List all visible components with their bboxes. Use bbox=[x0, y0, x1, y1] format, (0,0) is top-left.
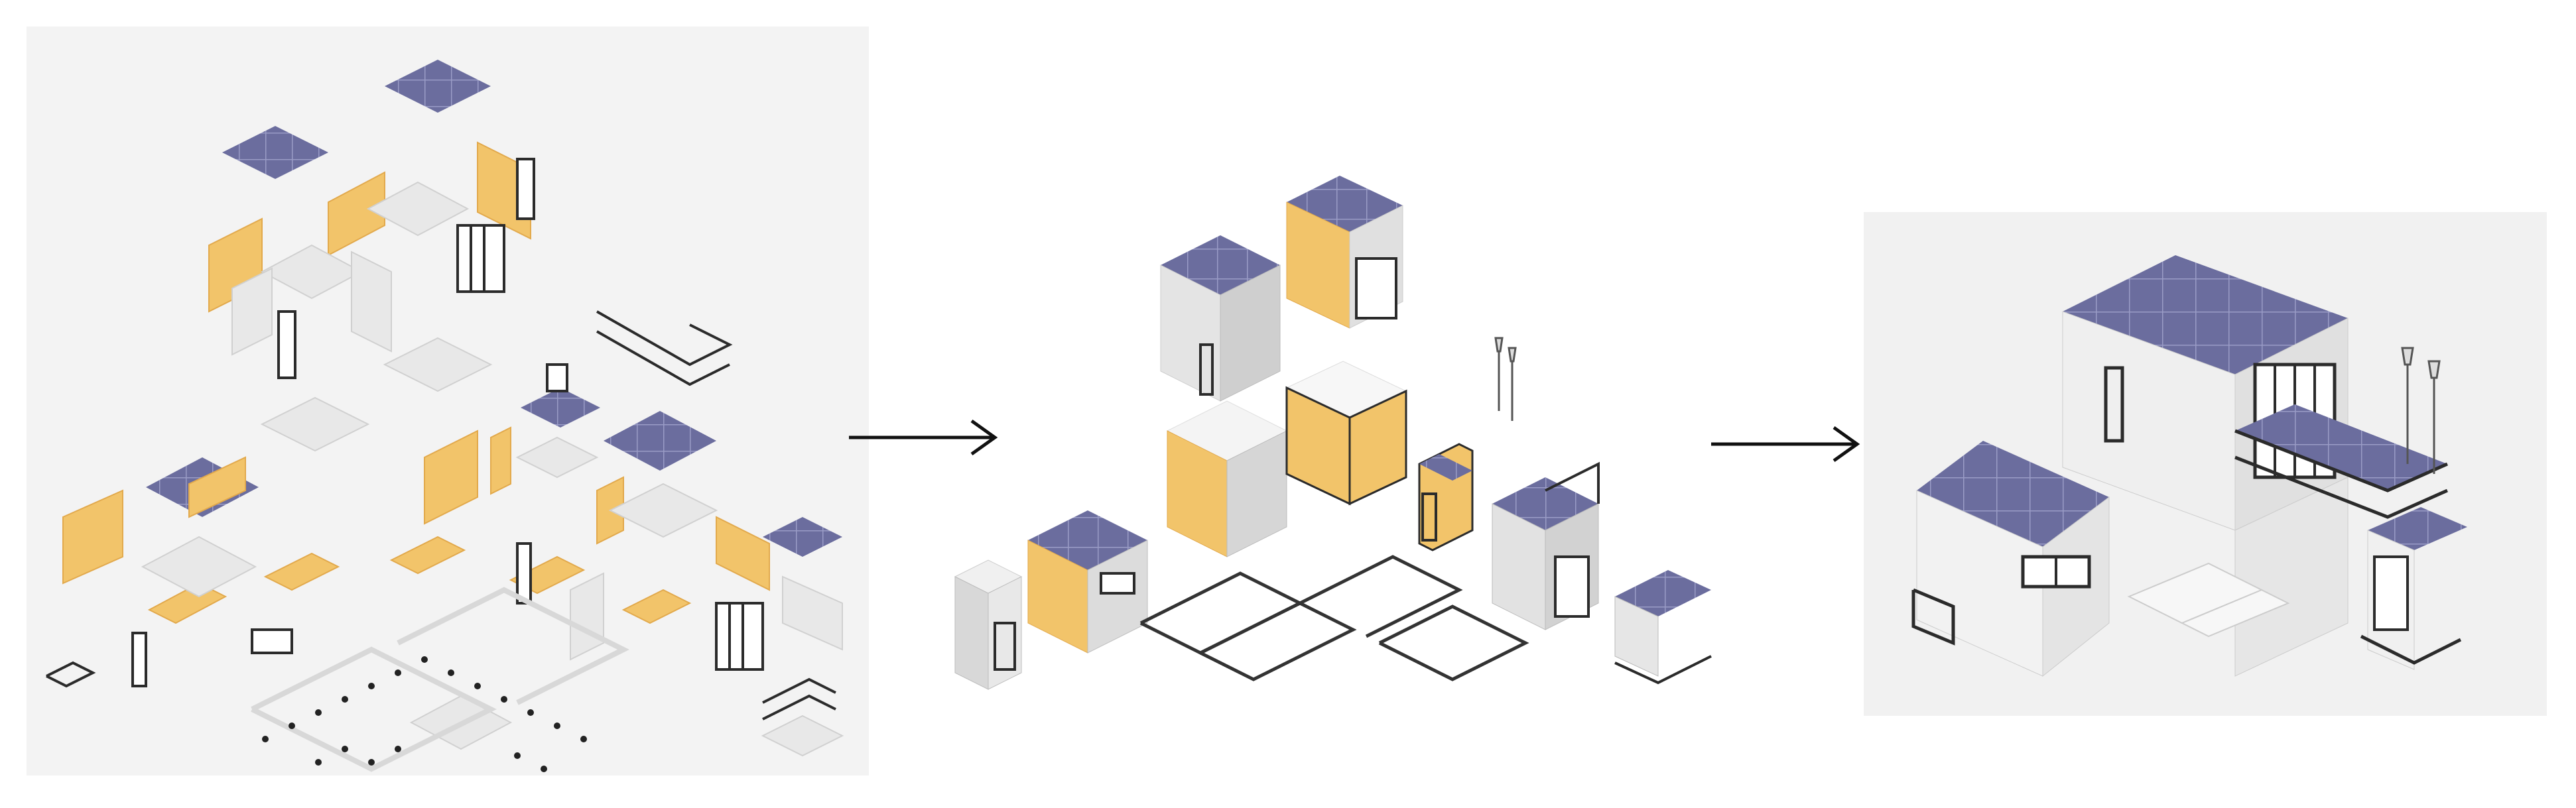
railing-group bbox=[46, 310, 836, 721]
upper-module bbox=[2062, 255, 2349, 531]
balcony-module bbox=[1614, 570, 1712, 685]
components-panel bbox=[27, 27, 869, 776]
wood-panel bbox=[188, 456, 246, 518]
wood-panel bbox=[424, 430, 478, 525]
wood-panel bbox=[263, 552, 340, 591]
floor-frame bbox=[251, 587, 629, 772]
wood-panel bbox=[716, 516, 770, 591]
wall-panel-group bbox=[141, 181, 844, 757]
modules-illustration bbox=[954, 176, 1712, 690]
house-illustration bbox=[1911, 255, 2467, 677]
window-panel bbox=[546, 363, 568, 392]
wall-panel bbox=[570, 572, 604, 661]
solar-panel bbox=[604, 411, 716, 471]
solar-panel bbox=[385, 60, 491, 113]
wall-panel bbox=[782, 575, 843, 651]
balcony-module bbox=[1492, 461, 1600, 630]
module-cube bbox=[1286, 176, 1403, 329]
floor-panel bbox=[608, 483, 718, 538]
floor-panel bbox=[383, 337, 493, 392]
wall-panel bbox=[231, 267, 273, 356]
module-cube bbox=[1285, 361, 1407, 506]
door-panel bbox=[277, 310, 296, 379]
window-panel-group bbox=[131, 158, 764, 687]
terrace-railing bbox=[2234, 429, 2449, 492]
window-panel bbox=[456, 224, 505, 293]
wood-panel bbox=[328, 171, 385, 257]
balcony-railing bbox=[1911, 588, 1955, 646]
components-illustration bbox=[46, 60, 844, 772]
balcony-railing bbox=[2360, 634, 2462, 665]
arrow-right-icon bbox=[849, 419, 998, 456]
floor-frame bbox=[1139, 555, 1529, 681]
arrow-right-icon bbox=[1711, 426, 1860, 463]
window-panel bbox=[715, 602, 764, 671]
floor-panel bbox=[260, 244, 363, 300]
railing bbox=[46, 661, 96, 688]
railing bbox=[596, 330, 730, 386]
solar-panel bbox=[521, 388, 600, 428]
module-cube bbox=[1166, 400, 1288, 557]
balcony-module bbox=[954, 559, 1023, 690]
wood-panel bbox=[389, 536, 466, 575]
wind-turbine-icon bbox=[1494, 337, 1517, 421]
window bbox=[2104, 366, 2124, 443]
module-cube bbox=[1027, 510, 1148, 654]
floor-panel bbox=[141, 536, 257, 598]
door-panel bbox=[131, 632, 147, 687]
right-wing-module bbox=[2234, 404, 2467, 677]
window-panel bbox=[251, 628, 293, 654]
assembled-house-panel bbox=[1864, 212, 2547, 716]
modules-panel bbox=[889, 159, 1751, 703]
floor-panel bbox=[515, 436, 599, 479]
foundation-posts bbox=[262, 656, 587, 772]
railing bbox=[596, 310, 733, 367]
railing bbox=[762, 694, 836, 721]
floor-panel bbox=[366, 181, 470, 237]
railing bbox=[762, 677, 836, 704]
balcony-module bbox=[1418, 443, 1474, 551]
glass-door bbox=[2373, 555, 2409, 631]
wind-turbine-icon bbox=[2401, 347, 2441, 474]
wood-panel bbox=[621, 589, 692, 624]
solar-panel bbox=[222, 126, 328, 179]
floor-panel bbox=[260, 396, 370, 452]
solar-panel bbox=[763, 517, 842, 557]
wood-panel bbox=[62, 489, 123, 585]
wood-panel bbox=[490, 426, 511, 495]
door-panel bbox=[516, 542, 532, 605]
wall-panel bbox=[351, 251, 392, 353]
door-panel bbox=[516, 158, 535, 220]
left-wing-module bbox=[1911, 441, 2110, 677]
module-cube bbox=[1160, 235, 1281, 402]
floor-panel bbox=[761, 715, 844, 757]
entry-steps bbox=[2127, 562, 2290, 638]
